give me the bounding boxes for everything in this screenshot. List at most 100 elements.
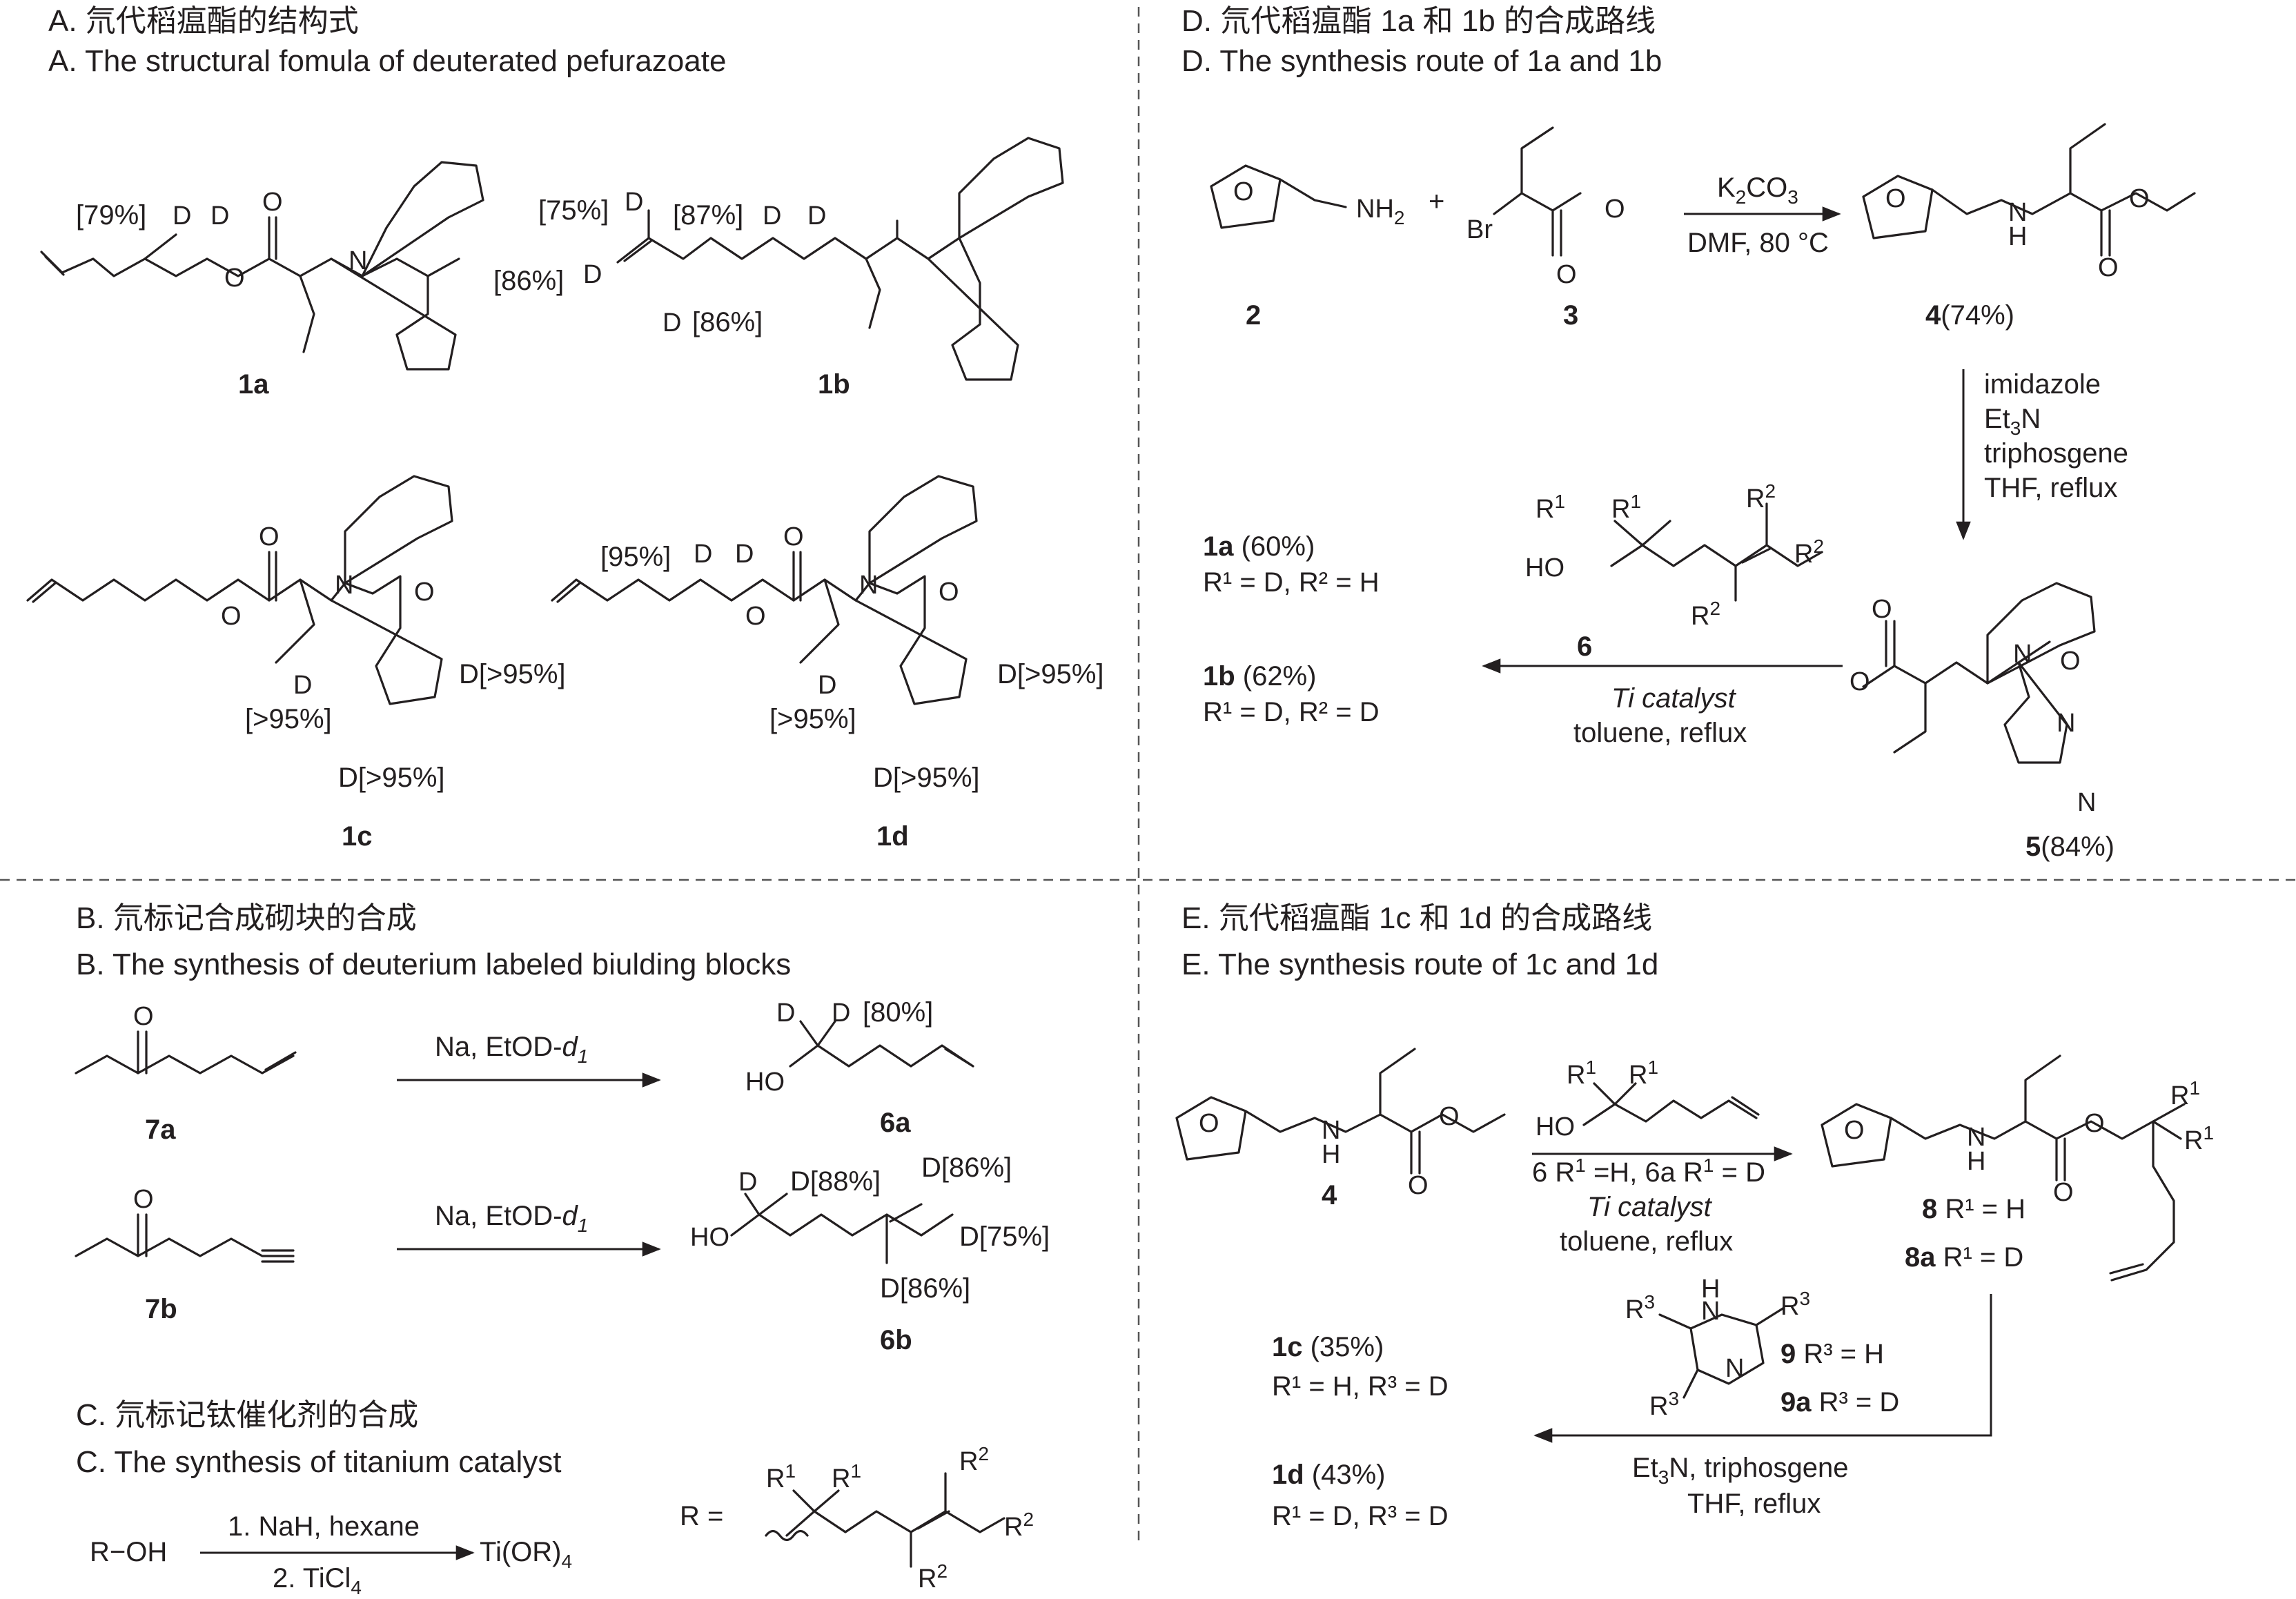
label-1d-dgt95a: D[>95%]	[997, 659, 1104, 689]
atom-1c-o3: O	[414, 578, 435, 607]
atom-1c-d1: D	[293, 671, 312, 700]
atom-2-o: O	[1233, 177, 1254, 206]
atom-2-nh2: NH2	[1356, 195, 1404, 228]
atom-r-r2c: R2	[918, 1560, 948, 1593]
label-1b-86b: [86%]	[692, 307, 763, 337]
result-1c: 1c (35%)	[1272, 1332, 1384, 1362]
atom-4-n: N	[2008, 198, 2027, 227]
result-8: 8 R¹ = H	[1922, 1194, 2025, 1224]
condition-triphosgene: triphosgene	[1984, 438, 2128, 469]
compound-1b: 1b	[818, 369, 850, 400]
atom-6b-d1: D	[738, 1168, 757, 1197]
label-roh: R−OH	[90, 1537, 167, 1567]
atom-r-r2b: R2	[1004, 1509, 1034, 1542]
label-6b-d86b: D[86%]	[880, 1273, 970, 1304]
atom-1c-n: N	[335, 571, 353, 600]
atom-1a-o2: O	[262, 188, 283, 217]
structure-2	[1210, 164, 1347, 229]
atom-6-r2b: R2	[1794, 536, 1824, 569]
condition-imidazole: imidazole	[1984, 369, 2101, 400]
section-c-title-zh: C. 氘标记钛催化剂的合成	[76, 1398, 418, 1432]
atom-4-o2: O	[2129, 184, 2150, 213]
atom-9-r3a: R3	[1625, 1291, 1655, 1324]
compound-6a: 6a	[880, 1108, 911, 1138]
result-1a-sub: R¹ = D, R² = H	[1203, 567, 1380, 598]
atom-5-n2: N	[2057, 709, 2075, 738]
condition-k2co3: K2CO3	[1717, 173, 1798, 208]
atom-1a-o: O	[224, 264, 245, 293]
atom-1b-d1: D	[625, 188, 643, 217]
atom-9-r3b: R3	[1780, 1288, 1810, 1321]
atom-5-o2: O	[1849, 667, 1870, 696]
condition-thf-reflux: THF, reflux	[1984, 473, 2117, 503]
structure-1c	[26, 475, 453, 705]
section-c-title-en: C. The synthesis of titanium catalyst	[76, 1445, 561, 1479]
atom-1c-o2: O	[259, 522, 279, 551]
atom-4e-h: H	[1322, 1140, 1340, 1169]
structure-r-group	[765, 1472, 1005, 1568]
label-1d-gt95: [>95%]	[769, 704, 856, 734]
label-tior4: Ti(OR)4	[480, 1537, 572, 1572]
plus-sign: +	[1429, 186, 1444, 217]
structure-6b	[730, 1193, 954, 1264]
atom-9-n2: N	[1725, 1354, 1744, 1383]
structure-4e	[1175, 1048, 1506, 1175]
atom-1d-n: N	[859, 571, 878, 600]
label-6b-d88: D[88%]	[790, 1166, 881, 1197]
atom-1d-d1: D	[694, 540, 712, 569]
label-1b-86a: [86%]	[493, 266, 564, 296]
atom-4-o: O	[1885, 184, 1906, 213]
atom-6r-ho: HO	[1535, 1112, 1575, 1141]
atom-8-o3: O	[2053, 1178, 2074, 1207]
compound-6b: 6b	[880, 1325, 912, 1355]
condition-thf-reflux-e: THF, reflux	[1687, 1489, 1821, 1519]
structure-9	[1658, 1306, 1785, 1399]
condition-toluene-reflux-e: toluene, reflux	[1560, 1226, 1733, 1257]
atom-1d-o2: O	[783, 522, 804, 551]
section-b-title-en: B. The synthesis of deuterium labeled bi…	[76, 948, 791, 981]
atom-3-o: O	[1605, 195, 1625, 224]
atom-6-r1b: R1	[1611, 491, 1641, 524]
atom-6-r1a: R1	[1535, 491, 1565, 524]
compound-4e: 4	[1322, 1180, 1337, 1210]
label-1b-87: [87%]	[673, 200, 743, 230]
label-1c-gt95: [>95%]	[245, 704, 332, 734]
structure-7a	[75, 1030, 297, 1075]
atom-6a-d1: D	[776, 999, 795, 1028]
atom-8-n: N	[1967, 1123, 1985, 1152]
structure-7b	[75, 1213, 295, 1263]
section-d-title-zh: D. 氘代稻瘟酯 1a 和 1b 的合成路线	[1181, 4, 1656, 38]
result-1d: 1d (43%)	[1272, 1460, 1386, 1490]
result-1c-sub: R¹ = H, R³ = D	[1272, 1371, 1449, 1402]
result-1d-sub: R¹ = D, R³ = D	[1272, 1501, 1449, 1531]
atom-8-o2: O	[2084, 1109, 2105, 1138]
label-1c-dgt95b: D[>95%]	[338, 763, 445, 793]
atom-r-r1b: R1	[832, 1460, 861, 1493]
atom-r-r1a: R1	[766, 1460, 796, 1493]
atom-8-h: H	[1967, 1147, 1985, 1176]
structure-1d	[551, 475, 978, 705]
atom-8-r1a: R1	[2170, 1077, 2200, 1110]
condition-toluene-reflux: toluene, reflux	[1573, 718, 1747, 748]
label-1d-dgt95b: D[>95%]	[873, 763, 980, 793]
condition-et3n-triphosgene: Et3N, triphosgene	[1632, 1453, 1849, 1488]
section-e-title-en: E. The synthesis route of 1c and 1d	[1181, 948, 1658, 981]
compound-3: 3	[1563, 300, 1578, 331]
result-1b: 1b (62%)	[1203, 661, 1317, 691]
atom-4e-o3: O	[1408, 1171, 1429, 1200]
atom-6-ho: HO	[1525, 553, 1564, 582]
compound-1a: 1a	[238, 369, 269, 400]
condition-ticl4: 2. TiCl4	[273, 1563, 362, 1598]
atom-8-r1b: R1	[2184, 1122, 2214, 1155]
atom-1d-d3: D	[818, 671, 836, 700]
atom-7b-o: O	[133, 1185, 154, 1214]
compound-7a: 7a	[145, 1115, 176, 1145]
atom-3-br: Br	[1466, 215, 1493, 244]
atom-1d-o3: O	[939, 578, 959, 607]
atom-1b-d4: D	[807, 202, 826, 230]
label-6b-d86a: D[86%]	[921, 1152, 1012, 1183]
section-a-title-zh: A. 氘代稻瘟酯的结构式	[48, 4, 359, 38]
structure-3	[1493, 126, 1582, 257]
atom-6r-r1b: R1	[1629, 1057, 1658, 1090]
